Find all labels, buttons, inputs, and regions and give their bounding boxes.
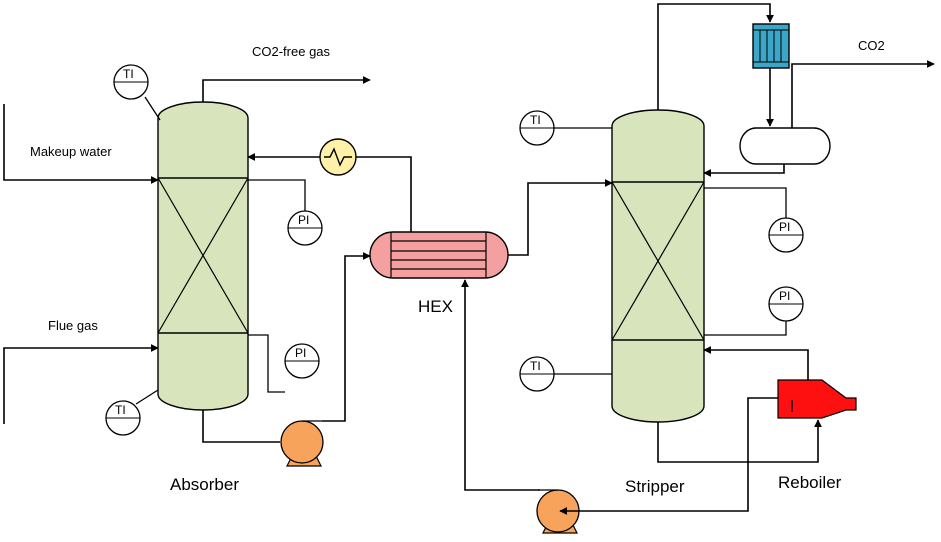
lean-solvent-line (356, 156, 412, 232)
absorber-label: Absorber (170, 475, 239, 494)
stripper-bottom-ti: TI (519, 356, 612, 392)
svg-text:PI: PI (779, 220, 790, 234)
stripper-column (611, 109, 705, 423)
stripper-bottoms-line (657, 419, 822, 463)
absorber-bottom-ti: TI (105, 389, 159, 436)
co2-free-gas-line (202, 76, 371, 102)
stripper-top-pi: PI (704, 187, 804, 253)
reboiler-label: Reboiler (778, 473, 842, 492)
absorber-bottom-pi: PI (248, 334, 320, 393)
hex-label: HEX (418, 297, 453, 316)
stripper-vapor-line (657, 3, 774, 110)
stripper-vessel (611, 109, 705, 423)
svg-text:PI: PI (295, 346, 306, 360)
makeup-water-label: Makeup water (30, 144, 112, 159)
flue-gas-line (3, 344, 159, 424)
stripper-bottom-pi: PI (704, 286, 804, 336)
co2-free-gas-label: CO2-free gas (252, 44, 331, 59)
rich-solvent-line (202, 410, 280, 443)
co2-line (791, 60, 935, 128)
reflux-drum (739, 127, 831, 165)
absorber-column (157, 101, 249, 411)
pump-icon (280, 420, 324, 467)
stripper-label: Stripper (625, 477, 685, 496)
svg-text:PI: PI (298, 213, 309, 227)
absorber-top-pi: PI (248, 179, 323, 246)
svg-text:TI: TI (123, 67, 134, 81)
reboiler-vapor-line (703, 346, 809, 382)
stripper-top-ti: TI (519, 110, 612, 146)
svg-text:TI: TI (530, 113, 541, 127)
reflux-line (703, 164, 785, 177)
flue-gas-label: Flue gas (48, 318, 98, 333)
lean-return-line (461, 279, 540, 491)
condenser-icon (752, 23, 790, 69)
heat-exchanger-icon (369, 231, 509, 279)
reboiler-lean-line (559, 397, 778, 515)
reboiler-icon (777, 379, 857, 419)
pump-icon (536, 489, 580, 534)
makeup-water-line (3, 104, 159, 184)
rich-to-stripper-line (508, 179, 613, 256)
heater-icon (319, 138, 357, 176)
absorber-top-ti: TI (113, 64, 161, 121)
svg-text:TI: TI (530, 359, 541, 373)
co2-label: CO2 (858, 38, 885, 53)
svg-text:PI: PI (779, 289, 790, 303)
svg-text:TI: TI (115, 403, 126, 417)
